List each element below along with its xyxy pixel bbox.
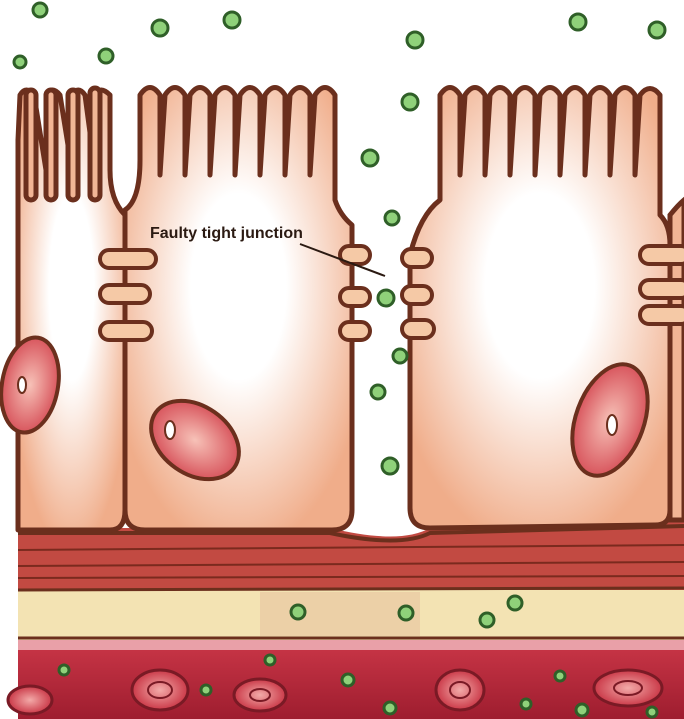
particle <box>265 655 275 665</box>
particle <box>33 3 47 17</box>
particle <box>647 707 657 717</box>
lamina-propria-layer <box>18 588 684 640</box>
red-blood-cell <box>8 686 52 714</box>
particle <box>393 349 407 363</box>
particle <box>407 32 423 48</box>
red-blood-cell <box>234 679 286 711</box>
particle <box>152 20 168 36</box>
basement-membrane <box>18 522 684 590</box>
particle <box>521 699 531 709</box>
particle <box>59 665 69 675</box>
particle <box>649 22 665 38</box>
red-blood-cell <box>436 670 484 710</box>
particle <box>291 605 305 619</box>
tight-junction-intact-left <box>100 250 156 340</box>
annotation-label: Faulty tight junction <box>150 225 303 242</box>
particle <box>99 49 113 63</box>
particle <box>570 14 586 30</box>
particle <box>224 12 240 28</box>
particle <box>384 702 396 714</box>
epithelial-cell-right <box>410 88 670 529</box>
particle <box>480 613 494 627</box>
red-blood-cell <box>594 670 662 706</box>
particle <box>402 94 418 110</box>
particle <box>14 56 26 68</box>
particle <box>399 606 413 620</box>
particle <box>371 385 385 399</box>
epithelial-cell-middle <box>125 88 352 531</box>
red-blood-cell <box>132 670 188 710</box>
particle <box>555 671 565 681</box>
particle <box>342 674 354 686</box>
particle <box>382 458 398 474</box>
particle <box>508 596 522 610</box>
epithelial-cell-left <box>0 88 125 530</box>
particle <box>362 150 378 166</box>
tight-junction-intact-right <box>640 246 684 324</box>
particle <box>385 211 399 225</box>
particle <box>201 685 211 695</box>
particle <box>576 704 588 716</box>
particle <box>378 290 394 306</box>
